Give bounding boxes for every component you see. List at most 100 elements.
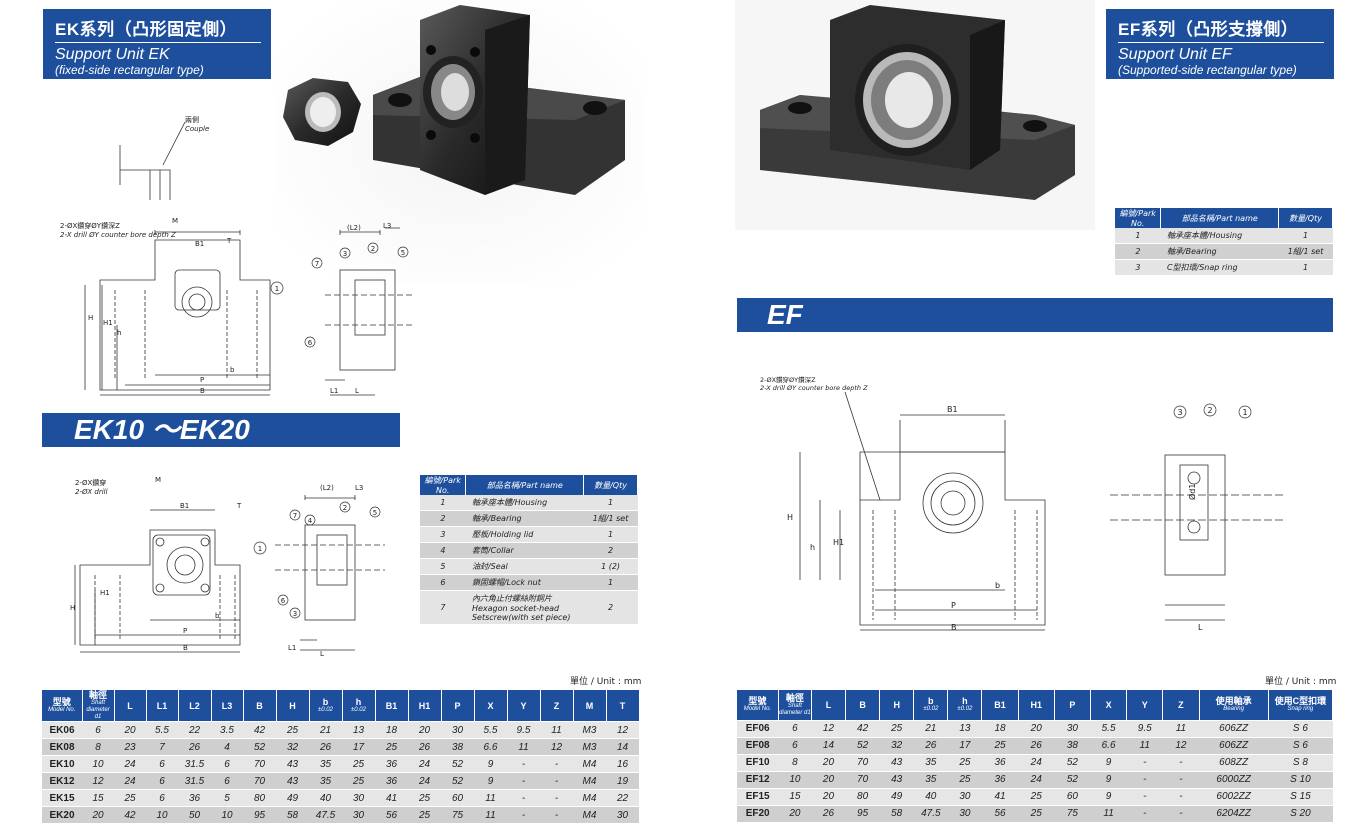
ef-cell: 70 xyxy=(845,754,880,772)
ef-header-main: L xyxy=(825,699,832,710)
ek-header-cell: T xyxy=(606,690,640,722)
ek-cell: 4 xyxy=(211,738,243,756)
ef-header-cell: Y xyxy=(1126,690,1164,721)
dim2-l3: L3 xyxy=(355,484,363,492)
ek-cell: 36 xyxy=(375,755,408,773)
dim-l: L xyxy=(355,387,359,395)
ef-cell: 36 xyxy=(981,771,1019,789)
ek-parts-cell: 6 xyxy=(420,574,466,591)
dim-b1: B1 xyxy=(195,240,204,248)
ef-cell: - xyxy=(1162,771,1199,789)
dim2-b1: B1 xyxy=(180,502,189,510)
ef-cell: 20 xyxy=(1018,720,1055,738)
ek-cell: 14 xyxy=(606,738,639,756)
ef-header-main: 使用軸承 xyxy=(1215,696,1252,707)
ef-cell: 6 xyxy=(778,720,812,738)
ef-cell: 40 xyxy=(913,788,948,806)
dim2-h1: H1 xyxy=(100,589,110,597)
ek-cell: 24 xyxy=(408,772,441,790)
ek-header-cell: H1 xyxy=(408,690,442,722)
ef-cell: 26 xyxy=(913,737,948,755)
ek-parts-h0: 編號/Park No. xyxy=(420,475,467,495)
ef-cell: 25 xyxy=(879,720,914,738)
ef-cell: 8 xyxy=(778,754,812,772)
ef-cell: 608ZZ xyxy=(1199,754,1269,772)
ef-cell: 11 xyxy=(1126,737,1163,755)
ef-cell: 25 xyxy=(1018,805,1055,823)
ek-cell: 12 xyxy=(540,738,573,756)
ef-header-main: 型號 xyxy=(748,696,767,707)
ef-cell: EF08 xyxy=(737,737,779,755)
ek-parts-cell: 2 xyxy=(420,510,466,527)
ek-header-sub: Model No. xyxy=(48,707,76,713)
dim2-h: H xyxy=(70,604,75,612)
drill2-en-label: 2-ØX drill xyxy=(75,488,108,496)
svg-text:3: 3 xyxy=(293,610,297,618)
ef-cell: 60 xyxy=(1054,788,1091,806)
ek-parts-cell: 1 xyxy=(583,526,638,543)
ek-cell: M4 xyxy=(573,789,606,807)
ek-cell: EK08 xyxy=(42,738,82,756)
dim-l3: L3 xyxy=(383,222,391,230)
ek-header-cell: B xyxy=(243,690,277,722)
ef-cell: 24 xyxy=(1018,754,1055,772)
ek-cell: 20 xyxy=(408,721,441,739)
ef-header-cell: H1 xyxy=(1018,690,1055,721)
ek-parts-cell: 軸承/Bearing xyxy=(465,510,584,527)
ef-banner-text: EF xyxy=(767,299,803,330)
ek-cell: 9.5 xyxy=(507,721,540,739)
ef-parts-h0: 編號/Park No. xyxy=(1115,208,1162,228)
ef-cell: - xyxy=(1162,788,1199,806)
ek-header-cell: P xyxy=(441,690,475,722)
ek-cell: 11 xyxy=(507,738,540,756)
svg-text:5: 5 xyxy=(401,249,405,257)
ek-cell: 30 xyxy=(606,806,639,824)
ek-cell: EK10 xyxy=(42,755,82,773)
ek-cell: - xyxy=(540,772,573,790)
ef-parts-cell: 2 xyxy=(1115,243,1161,260)
ek-parts-cell: 壓板/Holding lid xyxy=(465,526,584,543)
ek-parts-cell: 1組/1 set xyxy=(583,510,638,527)
ef-cell: EF20 xyxy=(737,805,779,823)
ef-cell: 70 xyxy=(845,771,880,789)
ek-parts-cell: 1 xyxy=(583,495,638,511)
ef-dim-b1: B1 xyxy=(947,405,958,414)
ef-header-cell: Z xyxy=(1162,690,1200,721)
ef-cell: 35 xyxy=(913,754,948,772)
ek-cell: 22 xyxy=(178,721,211,739)
ef-cell: 26 xyxy=(1018,737,1055,755)
ek-cell: 25 xyxy=(342,755,375,773)
ef-cell: S 10 xyxy=(1268,771,1333,789)
ek-header-cell: X xyxy=(474,690,508,722)
ef-header-main: 軸徑 xyxy=(785,692,804,703)
ek-cell: 25 xyxy=(375,738,408,756)
ek-parts-h2: 數量/Qty xyxy=(583,475,638,495)
ef-header-sub: Model No. xyxy=(743,706,772,713)
svg-text:2: 2 xyxy=(371,245,375,253)
ek-parts-cell: 1 xyxy=(583,574,638,591)
ef-cell: 12 xyxy=(811,720,846,738)
ek-header-main: P xyxy=(454,700,461,711)
ek-header-main: H xyxy=(289,700,296,711)
ef-header-main: h xyxy=(962,696,968,707)
ef-cell: EF06 xyxy=(737,720,779,738)
ek-header-sub: ±0.02 xyxy=(351,707,366,713)
ek-header-main: L1 xyxy=(156,700,168,711)
dim-l1: L1 xyxy=(330,387,338,395)
ef-series-banner: EF xyxy=(737,298,1333,332)
ef-dim-h: H xyxy=(787,513,793,522)
ef-cell: 606ZZ xyxy=(1199,720,1269,738)
ek-title-box: EK系列（凸形固定側） Support Unit EK (fixed-side … xyxy=(43,9,271,79)
svg-text:3: 3 xyxy=(343,250,347,258)
ef-cell: 9 xyxy=(1090,754,1127,772)
ek-parts-cell: 1 xyxy=(420,495,466,511)
